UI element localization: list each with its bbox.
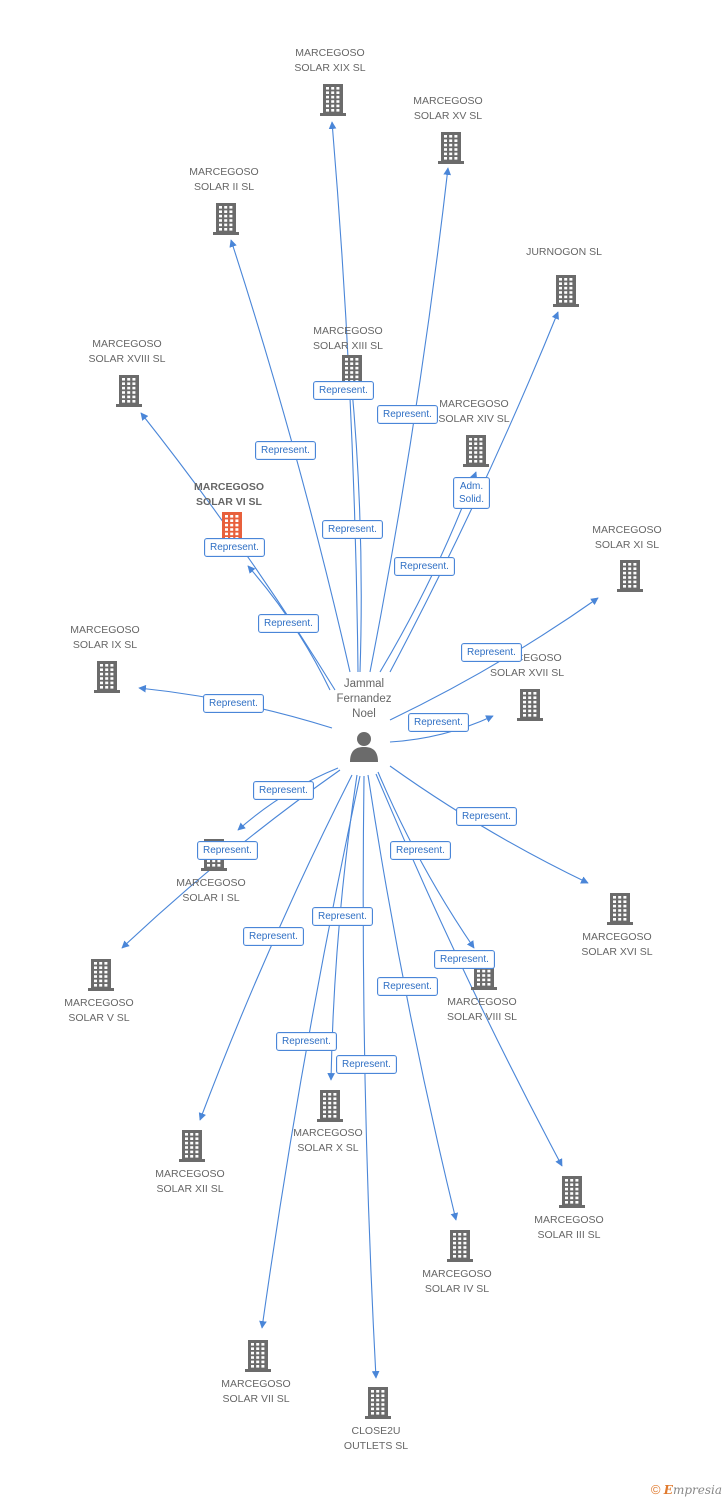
relation-label-xvii[interactable]: Represent. xyxy=(408,713,469,732)
company-label-viii[interactable]: MARCEGOSO SOLAR VIII SL xyxy=(446,996,518,1023)
company-label-xv[interactable]: MARCEGOSO SOLAR XV SL xyxy=(413,95,483,122)
company-label-xiii[interactable]: MARCEGOSO SOLAR XIII SL xyxy=(312,325,384,352)
relation-label-jurnogon[interactable]: Adm. Solid. xyxy=(453,477,491,509)
building-icon-ii[interactable] xyxy=(209,201,243,235)
edge-close2u xyxy=(362,775,380,1379)
relation-label-xiii[interactable]: Represent. xyxy=(322,520,383,539)
company-label-ix[interactable]: MARCEGOSO SOLAR IX SL xyxy=(70,624,140,651)
person-icon[interactable] xyxy=(346,728,382,764)
building-icon-xix[interactable] xyxy=(316,82,350,116)
building-icon-xvii[interactable] xyxy=(513,687,547,721)
company-label-xiv[interactable]: MARCEGOSO SOLAR XIV SL xyxy=(438,398,510,425)
brand-logo[interactable]: Empresia xyxy=(663,1483,722,1497)
building-icon-iv[interactable] xyxy=(443,1228,477,1262)
company-label-xviii[interactable]: MARCEGOSO SOLAR XVIII SL xyxy=(88,338,166,365)
relation-label-iii[interactable]: Represent. xyxy=(434,950,495,969)
company-label-xix[interactable]: MARCEGOSO SOLAR XIX SL xyxy=(294,47,366,74)
edge-xiii xyxy=(346,367,362,673)
building-icon-close2u[interactable] xyxy=(361,1385,395,1419)
company-label-vii[interactable]: MARCEGOSO SOLAR VII SL xyxy=(221,1378,291,1405)
relation-label-ix[interactable]: Represent. xyxy=(203,694,264,713)
company-label-vi[interactable]: MARCEGOSO SOLAR VI SL xyxy=(193,481,264,508)
building-icon-xiv[interactable] xyxy=(459,433,493,467)
building-icon-xi[interactable] xyxy=(613,558,647,592)
company-label-ii[interactable]: MARCEGOSO SOLAR II SL xyxy=(189,166,259,193)
building-icon-xviii[interactable] xyxy=(112,373,146,407)
company-label-i[interactable]: MARCEGOSO SOLAR I SL xyxy=(176,877,246,904)
relation-label-v[interactable]: Represent. xyxy=(197,841,258,860)
relation-label-xix[interactable]: Represent. xyxy=(313,381,374,400)
edge-xvii xyxy=(389,715,494,743)
company-label-jurnogon[interactable]: JURNOGON SL xyxy=(526,246,602,258)
center-person-name[interactable]: Jammal Fernandez Noel xyxy=(336,678,392,720)
building-icon-xv[interactable] xyxy=(434,130,468,164)
edge-xvi xyxy=(389,765,589,884)
relation-label-xiv[interactable]: Represent. xyxy=(394,557,455,576)
copyright-icon: © xyxy=(650,1482,661,1497)
building-icon-x[interactable] xyxy=(313,1088,347,1122)
relation-label-i[interactable]: Represent. xyxy=(253,781,314,800)
edge-viii xyxy=(377,771,475,949)
building-icon-ix[interactable] xyxy=(90,659,124,693)
relation-label-xvi[interactable]: Represent. xyxy=(456,807,517,826)
building-icon-xvi[interactable] xyxy=(603,891,637,925)
company-label-v[interactable]: MARCEGOSO SOLAR V SL xyxy=(64,997,134,1024)
company-label-xii[interactable]: MARCEGOSO SOLAR XII SL xyxy=(155,1168,225,1195)
relation-label-x[interactable]: Represent. xyxy=(312,907,373,926)
relation-label-xii[interactable]: Represent. xyxy=(243,927,304,946)
relation-label-iv[interactable]: Represent. xyxy=(377,977,438,996)
relation-label-xviii[interactable]: Represent. xyxy=(204,538,265,557)
relation-label-ii[interactable]: Represent. xyxy=(255,441,316,460)
relation-label-vi[interactable]: Represent. xyxy=(258,614,319,633)
building-icon-xii[interactable] xyxy=(175,1128,209,1162)
relation-label-xi[interactable]: Represent. xyxy=(461,643,522,662)
relation-label-viii[interactable]: Represent. xyxy=(390,841,451,860)
relation-label-xv[interactable]: Represent. xyxy=(377,405,438,424)
building-icon-vii[interactable] xyxy=(241,1338,275,1372)
building-icon-iii[interactable] xyxy=(555,1174,589,1208)
edge-xi xyxy=(389,597,599,721)
relation-label-vii[interactable]: Represent. xyxy=(276,1032,337,1051)
company-label-xi[interactable]: MARCEGOSO SOLAR XI SL xyxy=(592,524,662,551)
edge-xii xyxy=(198,774,353,1121)
company-label-iii[interactable]: MARCEGOSO SOLAR III SL xyxy=(534,1214,604,1241)
company-label-iv[interactable]: MARCEGOSO SOLAR IV SL xyxy=(422,1268,492,1295)
edge-iii xyxy=(375,773,563,1167)
building-icon-v[interactable] xyxy=(84,957,118,991)
company-label-x[interactable]: MARCEGOSO SOLAR X SL xyxy=(293,1127,363,1154)
building-icon-jurnogon[interactable] xyxy=(549,273,583,307)
relation-label-close2u[interactable]: Represent. xyxy=(336,1055,397,1074)
company-label-xvi[interactable]: MARCEGOSO SOLAR XVI SL xyxy=(581,931,653,958)
edge-vii xyxy=(259,775,361,1329)
footer-brand: © Empresia xyxy=(651,1482,722,1497)
company-label-close2u[interactable]: CLOSE2U OUTLETS SL xyxy=(343,1425,409,1452)
edge-iv xyxy=(367,774,459,1221)
